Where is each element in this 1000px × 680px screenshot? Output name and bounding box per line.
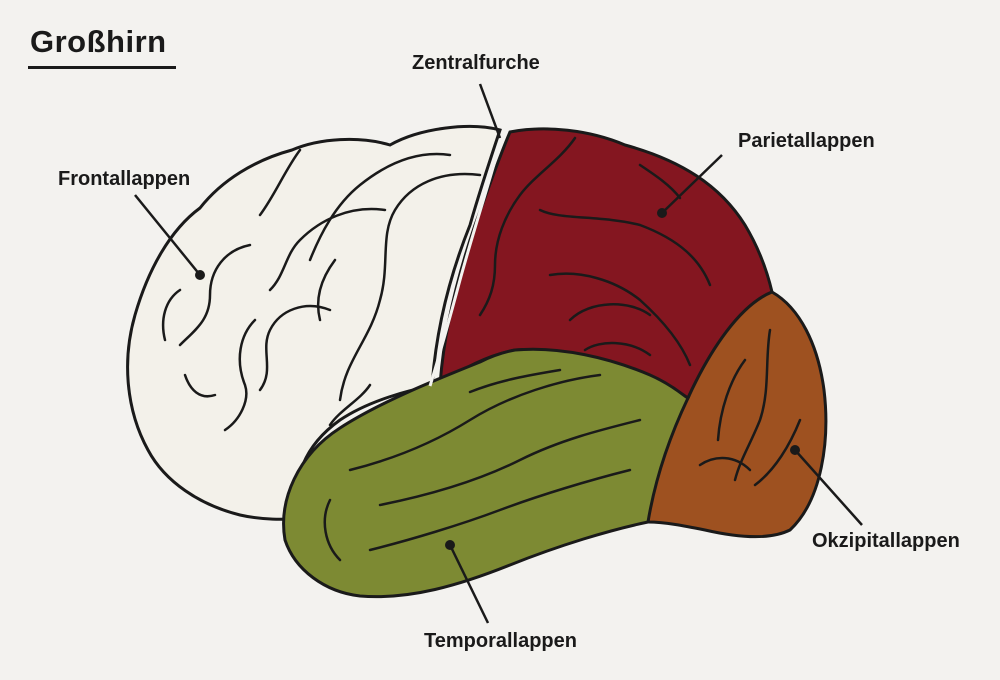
label-parietallappen: Parietallappen (738, 130, 875, 152)
dot-frontallappen (195, 270, 205, 280)
gyri-lines (161, 136, 802, 562)
leader-temporallappen (448, 544, 490, 624)
diagram-title: Großhirn (30, 24, 167, 59)
leader-zentralfurche (478, 83, 502, 139)
label-temporallappen: Temporallappen (424, 630, 577, 652)
dot-okzipitallappen (790, 445, 800, 455)
temporal-lobe (282, 347, 691, 599)
leader-lines (134, 83, 863, 624)
dot-temporallappen (445, 540, 455, 550)
dot-parietallappen (657, 208, 667, 218)
label-okzipitallappen: Okzipitallappen (812, 530, 960, 552)
frontal-lobe (126, 125, 502, 521)
label-frontallappen: Frontallappen (58, 168, 191, 190)
label-zentralfurche: Zentralfurche (412, 52, 540, 74)
leader-dots (195, 208, 800, 550)
leader-frontallappen (134, 194, 201, 276)
leader-parietallappen (661, 154, 723, 214)
central-sulcus (428, 127, 506, 387)
title-underline (28, 66, 176, 69)
leader-okzipitallappen (794, 449, 863, 526)
